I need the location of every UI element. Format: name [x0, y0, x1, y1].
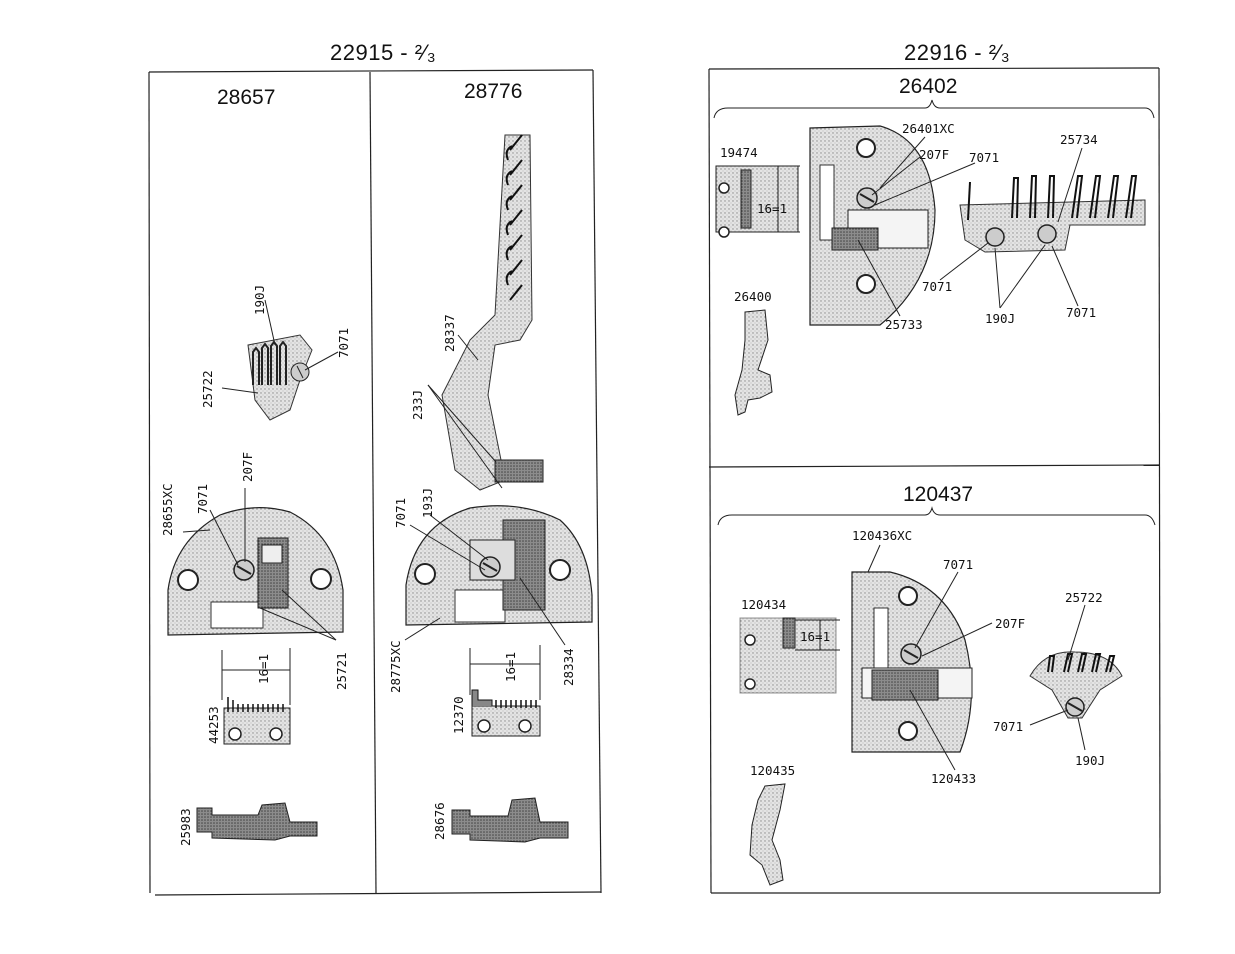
feed-dog-25722-drawing [247, 334, 313, 421]
part-label-120433: 120433 [931, 771, 977, 786]
feed-dog-28337-drawing [441, 134, 533, 491]
feed-dog-25722-b-drawing [1029, 651, 1123, 719]
part-label-28337: 28337 [442, 314, 457, 352]
dimension-16-1-b [469, 645, 541, 700]
leader-lines-bottom [867, 544, 1086, 771]
part-label-207f: 207F [240, 451, 255, 482]
part-label-190j: 190J [252, 284, 267, 315]
panel-b-title: 28776 [464, 80, 523, 103]
part-label-120436xc: 120436XC [852, 528, 913, 543]
feed-dog-25734-drawing [959, 175, 1146, 253]
part-label-193j: 193J [420, 487, 435, 518]
part-label-28334: 28334 [561, 648, 576, 686]
part-label-7071-bot-b: 7071 [993, 719, 1024, 734]
part-label-44253: 44253 [206, 706, 221, 744]
feed-dog-12370-drawing [471, 689, 541, 737]
leader-lines-top [857, 136, 1083, 317]
presser-foot-120435-drawing [749, 783, 786, 886]
needle-plate-28775xc-drawing [405, 459, 593, 626]
part-label-120434: 120434 [741, 597, 787, 612]
dimension-16-1-c [755, 165, 800, 233]
part-label-207f-bot: 207F [995, 616, 1026, 631]
part-label-25722: 25722 [200, 370, 215, 408]
dimension-16-1-a [221, 648, 291, 705]
part-label-19474: 19474 [720, 145, 758, 160]
part-label-7071-top-a: 7071 [969, 150, 1000, 165]
part-label-7071: 7071 [393, 497, 408, 528]
part-label-26400: 26400 [734, 289, 772, 304]
brace-bottom [717, 506, 1156, 526]
feed-dog-19474-drawing [715, 165, 799, 238]
part-label-12370: 12370 [451, 696, 466, 734]
dimension-label-16-1-c: 16=1 [757, 201, 788, 216]
part-label-7071-b: 7071 [195, 483, 210, 514]
part-label-28775xc: 28775XC [388, 640, 403, 693]
needle-plate-28655xc-drawing [167, 507, 344, 636]
needle-plate-120436xc-drawing [851, 571, 973, 753]
right-page-frame [708, 67, 1161, 894]
presser-foot-26400-drawing [734, 309, 773, 416]
part-label-25983: 25983 [178, 808, 193, 846]
panel-a-title: 28657 [217, 86, 276, 109]
dimension-label-16-1-d: 16=1 [800, 629, 831, 644]
dimension-label-16-1-b: 16=1 [503, 651, 518, 682]
part-label-190j-top: 190J [985, 311, 1016, 326]
part-label-120435: 120435 [750, 763, 796, 778]
presser-foot-25983-drawing [196, 802, 318, 841]
part-label-190j-bot: 190J [1075, 753, 1106, 768]
left-page-header: 22915 - ²⁄₃ [330, 40, 437, 65]
left-page-frame [148, 69, 602, 896]
part-label-28655xc: 28655XC [160, 483, 175, 536]
part-label-25734: 25734 [1060, 132, 1098, 147]
dimension-label-16-1-a: 16=1 [256, 653, 271, 684]
part-label-233j: 233J [410, 389, 425, 420]
part-label-7071-top-c: 7071 [1066, 305, 1097, 320]
right-page-header: 22916 - ²⁄₃ [904, 40, 1011, 65]
part-label-25733: 25733 [885, 317, 923, 332]
dimension-16-1-d [795, 619, 840, 651]
part-label-7071-a: 7071 [336, 327, 351, 358]
box-bottom-title: 120437 [903, 483, 974, 506]
leader-lines-b [404, 334, 566, 646]
part-label-207f-top: 207F [919, 147, 950, 162]
brace-top [713, 99, 1155, 119]
feed-dog-44253-drawing [223, 697, 291, 745]
needle-plate-26401xc-drawing [809, 125, 936, 326]
part-label-7071-bot-a: 7071 [943, 557, 974, 572]
part-label-28676: 28676 [432, 802, 447, 840]
box-top-title: 26402 [899, 75, 958, 98]
part-label-7071-top-b: 7071 [922, 279, 953, 294]
part-label-25721: 25721 [334, 652, 349, 690]
part-label-26401xc: 26401XC [902, 121, 955, 136]
presser-foot-28676-drawing [451, 797, 569, 843]
leader-lines-a [182, 299, 339, 641]
part-label-25722-bot: 25722 [1065, 590, 1103, 605]
